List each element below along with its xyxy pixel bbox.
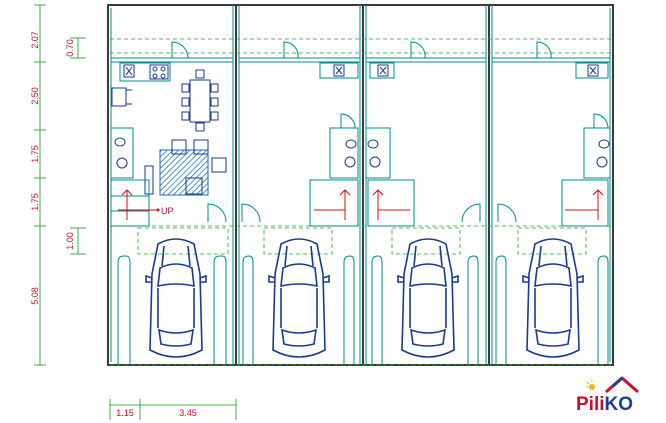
car-top-view <box>145 238 207 358</box>
car-outline <box>401 238 455 358</box>
car-outline <box>451 274 459 283</box>
dining-furniture <box>111 69 219 132</box>
car-outline <box>157 288 195 328</box>
dim-label-1-75-a: 1.75 <box>30 145 40 163</box>
car-outline <box>284 245 314 267</box>
car-top-view <box>397 238 459 358</box>
car-top-view <box>522 238 584 358</box>
logo-text-pili: Pili <box>576 394 605 415</box>
roof-overhang-lines <box>110 38 613 366</box>
kitchen-fixtures <box>119 62 609 82</box>
car-outline <box>149 238 203 358</box>
car-outline <box>157 263 195 288</box>
bottom-dimension-chain: 1.15 3.45 <box>109 399 237 420</box>
stairs: UP <box>110 179 609 227</box>
top-doors <box>171 41 552 59</box>
dim-label-2-50: 2.50 <box>30 87 40 105</box>
house-roof-icon <box>605 376 639 394</box>
sun-icon <box>586 380 595 390</box>
driveway-lanes <box>117 255 609 365</box>
car-outline <box>535 328 571 347</box>
logo-text: PiliKO <box>576 394 633 415</box>
dim-label-1-00: 1.00 <box>65 232 75 250</box>
car-outline <box>413 245 443 267</box>
car-outline <box>322 274 330 283</box>
garage-doors <box>207 203 517 223</box>
car-outline <box>161 245 191 267</box>
car-outline <box>538 245 568 267</box>
dim-label-5-08: 5.08 <box>30 287 40 305</box>
logo-text-ko: KO <box>605 394 634 415</box>
car-outline <box>280 288 318 328</box>
car-outline <box>534 288 572 328</box>
car-outline <box>280 263 318 288</box>
parked-cars <box>145 238 584 358</box>
car-outline <box>268 274 276 283</box>
dim-label-3-45: 3.45 <box>179 408 197 418</box>
car-outline <box>522 274 530 283</box>
car-outline <box>534 263 572 288</box>
car-outline <box>410 328 446 347</box>
left-dimension-chain: 2.07 2.50 1.75 1.75 5.08 <box>30 4 46 366</box>
car-outline <box>409 288 447 328</box>
piliko-logo: PiliKO <box>576 376 639 415</box>
outer-walls <box>107 4 614 366</box>
car-outline <box>576 274 584 283</box>
car-top-view <box>268 238 330 358</box>
car-outline <box>397 274 405 283</box>
front-wall-lines <box>111 57 610 63</box>
dim-label-1-75-b: 1.75 <box>30 193 40 211</box>
car-outline <box>526 238 580 358</box>
car-outline <box>281 328 317 347</box>
dim-label-0-70: 0.70 <box>65 39 75 57</box>
bathroom-fixtures <box>110 113 611 179</box>
car-outline <box>199 274 207 283</box>
car-outline <box>409 263 447 288</box>
car-outline <box>145 274 153 283</box>
car-outline <box>272 238 326 358</box>
stair-up-label: UP <box>161 206 174 216</box>
inner-dimension-chain: 0.70 1.00 <box>65 37 86 255</box>
dim-label-2-07: 2.07 <box>30 31 40 49</box>
living-furniture <box>144 139 227 196</box>
dim-label-1-15: 1.15 <box>116 408 134 418</box>
car-outline <box>158 328 194 347</box>
